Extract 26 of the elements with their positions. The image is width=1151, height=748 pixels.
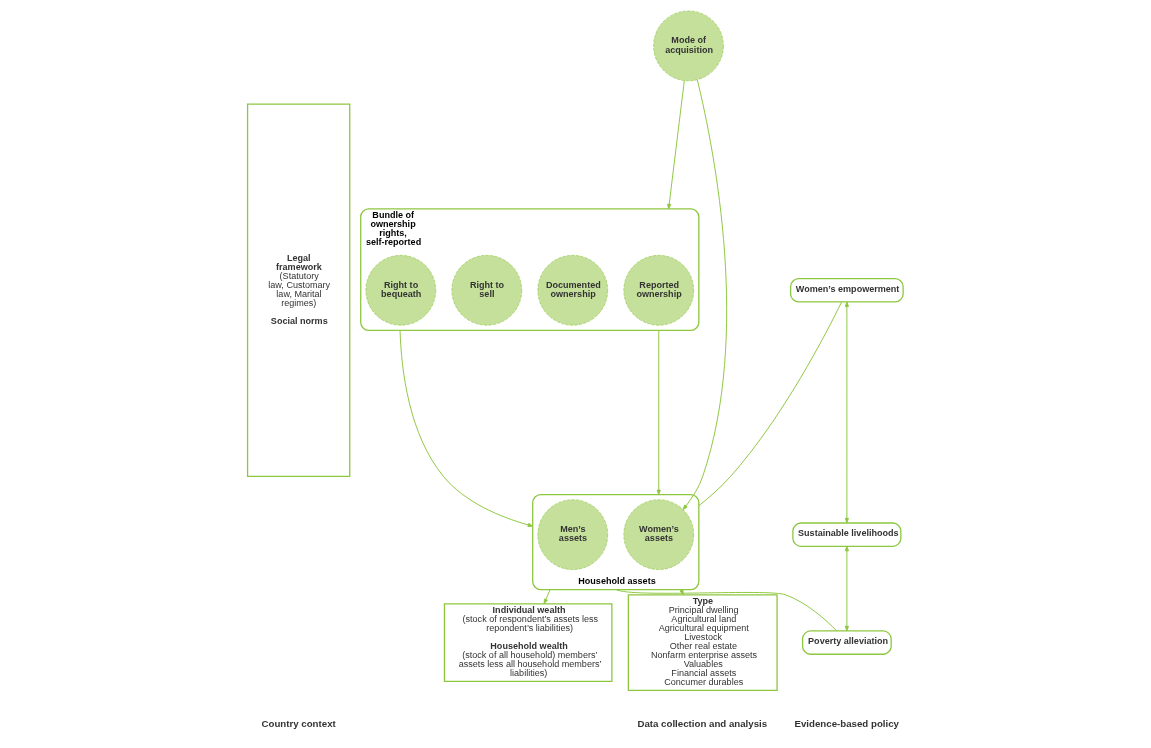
node-box: Legal framework (Statutory law, Customary law, Marital regimes) Social norms [246, 103, 350, 478]
arrow [679, 589, 684, 596]
node-circle: Men’s assets [537, 499, 608, 570]
arrow [844, 545, 849, 632]
node-box: Women’s empowerment [789, 278, 904, 303]
node-circle: Documented ownership [537, 255, 608, 326]
node-circle: Mode of acquisition [652, 10, 724, 82]
label: Country context [260, 717, 336, 729]
node-circle: Women’s assets [623, 499, 694, 570]
label: Data collection and analysis [636, 717, 767, 729]
node-box: Poverty alleviation [801, 630, 892, 655]
node-circle: Right to sell [451, 255, 522, 326]
connector [697, 301, 842, 507]
node-box: Individual wealth (stock of respondent’s assets less repondent’s liabilities) Household wealth (stock of all household) members’ assets less all household members’ liabilities) [443, 603, 613, 683]
node-circle: Reported ownership [623, 255, 694, 326]
node-box: Type Principal dwelling Agricultural land Agricultural equipment Livestock Other real estate Nonfarm enterprise assets Valuables Financial assets Concumer durables [627, 594, 778, 692]
label: Evidence-based policy [794, 717, 899, 729]
node-circle: Right to bequeath [365, 255, 436, 326]
connector [615, 589, 837, 632]
arrow [666, 80, 685, 210]
arrow [543, 589, 551, 605]
arrow [399, 329, 533, 527]
arrow [844, 301, 849, 524]
arrow [656, 329, 661, 496]
node-box: Sustainable livelihoods [791, 522, 901, 547]
arrow [682, 79, 727, 510]
